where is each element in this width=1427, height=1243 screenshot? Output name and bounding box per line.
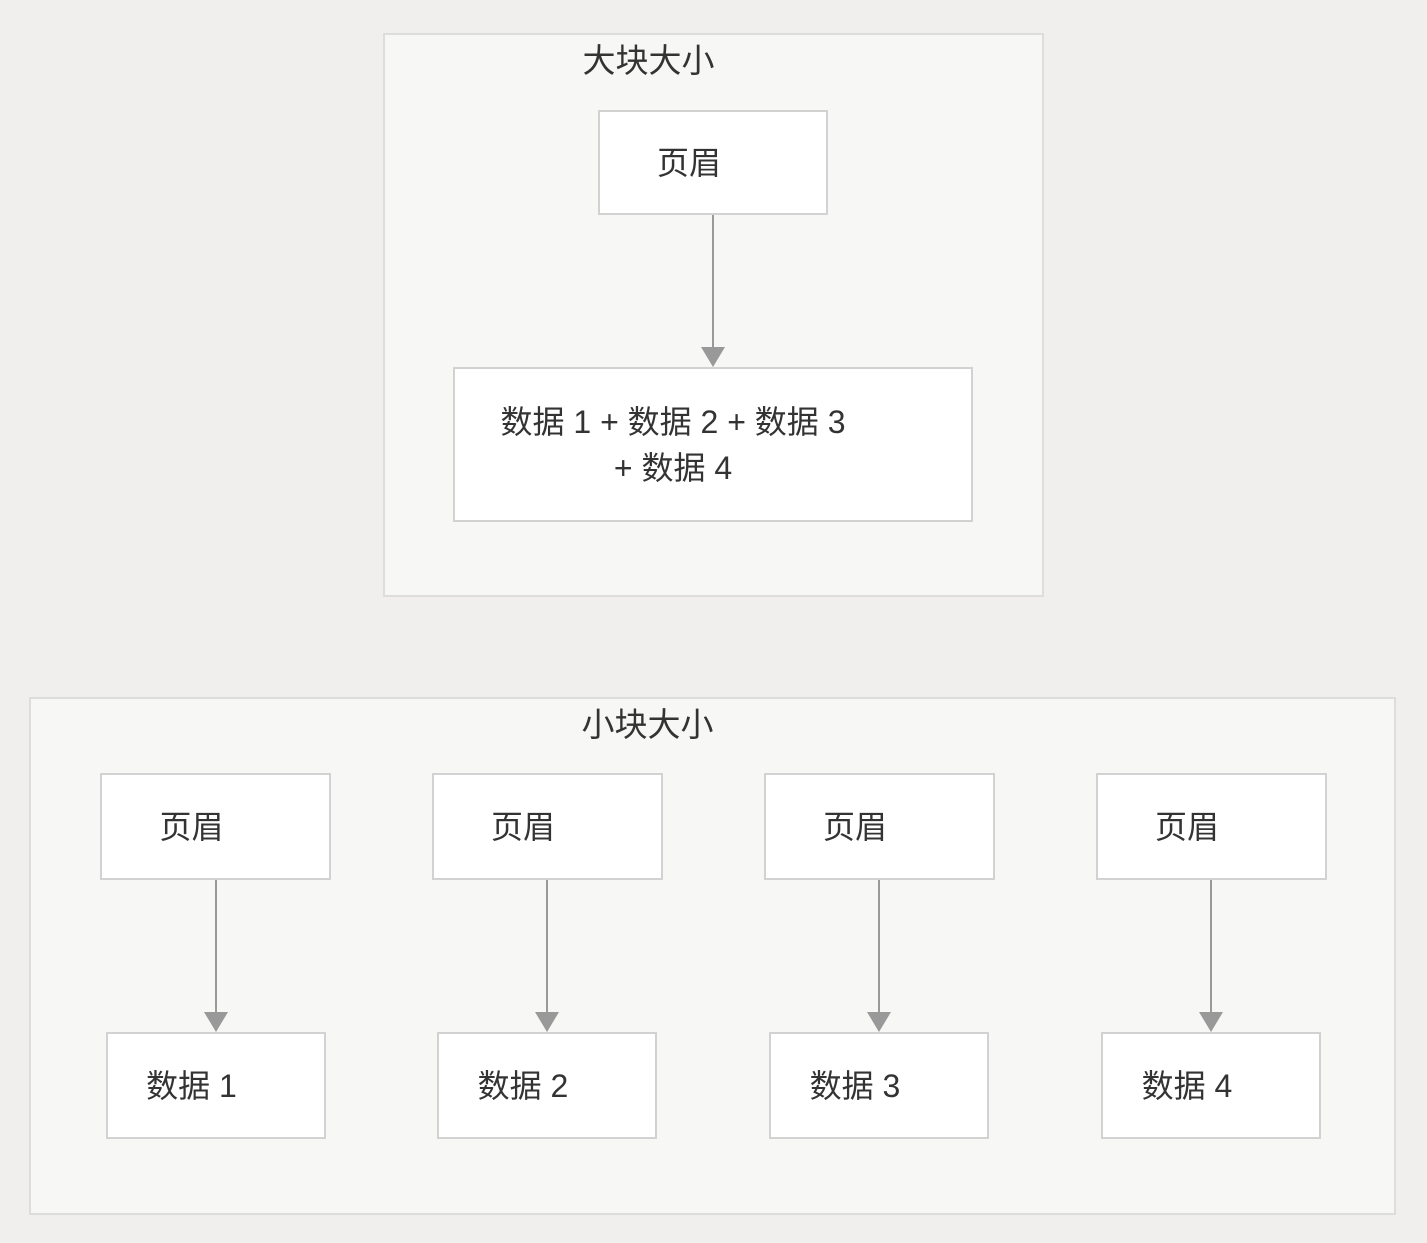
header-node: 页眉 (100, 773, 331, 880)
arrow-head-icon (867, 1012, 891, 1032)
data-node-label: 数据 3 (809, 1067, 901, 1104)
arrow-line (878, 880, 880, 1012)
data-node-label: 数据 1 (146, 1067, 237, 1104)
down-arrow (535, 880, 559, 1032)
data-node-label: 数据 2 (477, 1067, 569, 1104)
large-chunk-panel: 大块大小 页眉 数据 1 + 数据 2 + 数据 3 + 数据 4 (383, 33, 1044, 597)
combined-data-node: 数据 1 + 数据 2 + 数据 3 + 数据 4 (453, 367, 973, 522)
data-node: 数据 1 (105, 1032, 326, 1139)
data-node: 数据 2 (437, 1032, 657, 1139)
header-node: 页眉 (598, 110, 828, 215)
header-node-label: 页眉 (1154, 808, 1219, 845)
data-node: 数据 3 (769, 1032, 989, 1139)
arrow-line (546, 880, 548, 1012)
large-chunk-panel-title: 大块大小 (582, 42, 715, 79)
data-node-label: 数据 4 (1141, 1067, 1233, 1104)
down-arrow (203, 880, 228, 1032)
small-chunk-panel: 小块大小 页眉 数据 1 页眉 数据 2 (29, 697, 1396, 1215)
arrow-head-icon (535, 1012, 559, 1032)
data-node: 数据 4 (1101, 1032, 1321, 1139)
header-node-label: 页眉 (822, 808, 887, 845)
down-arrow (1199, 880, 1223, 1032)
header-node: 页眉 (1095, 773, 1327, 880)
small-chunk-panel-title: 小块大小 (581, 706, 714, 743)
arrow-head-icon (701, 347, 725, 367)
arrow-head-icon (203, 1012, 228, 1032)
header-node: 页眉 (763, 773, 995, 880)
arrow-line (712, 215, 714, 347)
arrow-line (1210, 880, 1212, 1012)
header-node: 页眉 (431, 773, 663, 880)
combined-data-label-line2: + 数据 4 (613, 449, 733, 486)
down-arrow (701, 215, 725, 367)
header-node-label: 页眉 (490, 808, 555, 845)
arrow-line (214, 880, 217, 1012)
combined-data-label-line1: 数据 1 + 数据 2 + 数据 3 (500, 403, 846, 440)
arrow-head-icon (1199, 1012, 1223, 1032)
header-node-label: 页眉 (159, 808, 224, 845)
down-arrow (867, 880, 891, 1032)
header-node-label: 页眉 (656, 144, 721, 181)
